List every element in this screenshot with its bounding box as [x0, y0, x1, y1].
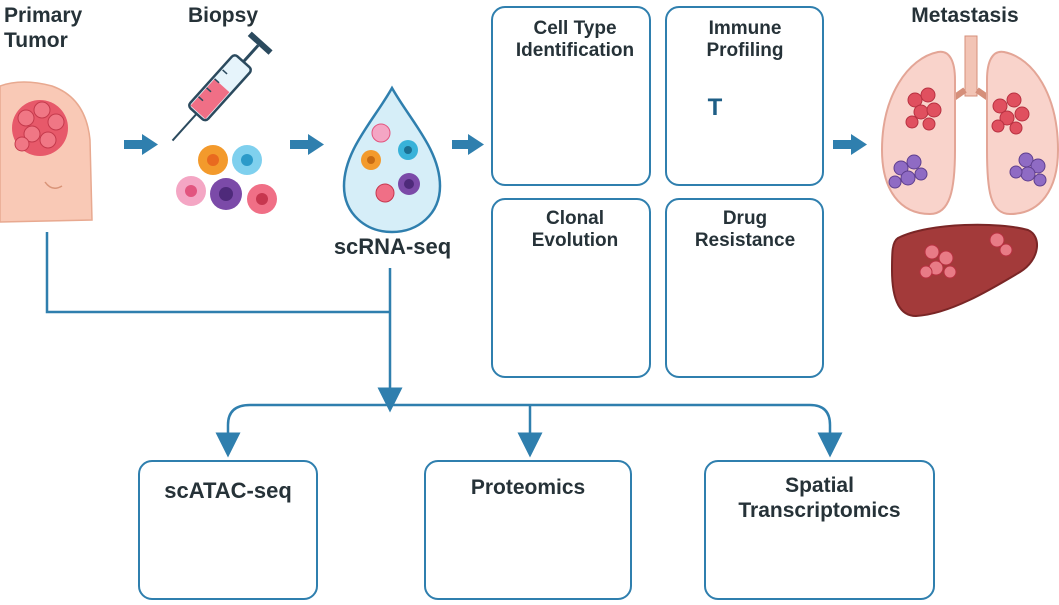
panel-immune-title: Immune Profiling	[706, 18, 784, 62]
proteomics-title: Proteomics	[470, 476, 586, 499]
t-cell-letter: T	[707, 94, 723, 121]
panel-clonal-title: Clonal Evolution	[531, 208, 619, 252]
liver-icon	[890, 223, 1038, 318]
connector-lines	[45, 232, 843, 458]
arrow-icon	[452, 134, 484, 155]
flow-arrows	[124, 134, 867, 155]
arrow-icon	[124, 134, 158, 155]
scrna-seq-label: scRNA-seq	[333, 234, 452, 259]
panel-clonal	[491, 198, 651, 378]
assay-proteomics-box	[424, 460, 632, 600]
panel-immune	[665, 6, 824, 186]
syringe-icon	[171, 31, 273, 142]
panel-cell-type-title: Cell Type Identification	[515, 18, 635, 62]
primary-tumor-label: Primary Tumor	[4, 4, 83, 52]
arrow-icon	[290, 134, 324, 155]
biopsy-label: Biopsy	[187, 4, 258, 27]
scatac-title: scATAC-seq	[164, 478, 292, 503]
droplet-icon	[342, 85, 442, 234]
lungs-icon	[880, 35, 1059, 216]
panel-cell-type	[491, 6, 651, 186]
panel-drug-title: Drug Resistance	[694, 208, 796, 252]
metastasis-label: Metastasis	[911, 4, 1019, 27]
arrow-icon	[833, 134, 867, 155]
assay-scatac-box	[138, 460, 318, 600]
primary-tumor-icon	[0, 81, 93, 223]
biopsy-cells-icon	[176, 145, 277, 214]
assay-spatial-box	[704, 460, 935, 600]
spatial-title: Spatial Transcriptomics	[738, 474, 901, 522]
panel-drug	[665, 198, 824, 378]
